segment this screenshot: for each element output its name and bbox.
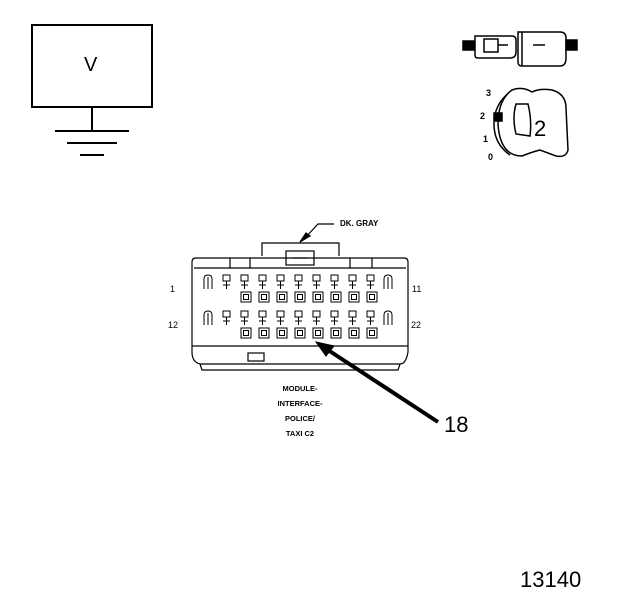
pin-cavity-inner-14 xyxy=(243,330,249,336)
meter-label: V xyxy=(84,54,98,76)
pin-terminal-15 xyxy=(258,310,267,318)
pin-cavity-inner-8 xyxy=(333,294,339,300)
callout-arrow xyxy=(314,341,440,424)
pin-cavity-9 xyxy=(348,291,360,303)
pin-terminal-5 xyxy=(276,274,285,282)
pin-cavity-7 xyxy=(312,291,324,303)
pin-label-top-left: 1 xyxy=(170,284,176,294)
voltmeter-symbol xyxy=(31,24,153,156)
pin-cavity-15 xyxy=(258,327,270,339)
switch-selected-value: 2 xyxy=(534,116,547,141)
pin-cavity-19 xyxy=(330,327,342,339)
pin-cavity-3 xyxy=(240,291,252,303)
pin-terminal-2 xyxy=(222,274,231,282)
pin-cavities xyxy=(203,274,393,339)
pin-terminal-4 xyxy=(258,274,267,282)
figure-number: 13140 xyxy=(520,567,582,592)
pin-cavity-16 xyxy=(276,327,288,339)
pin-terminal-7 xyxy=(312,274,321,282)
pin-terminal-17 xyxy=(294,310,303,318)
caption-line-3: POLICE/ xyxy=(284,414,315,423)
pin-cavity-21 xyxy=(366,327,378,339)
pin-cavity-inner-5 xyxy=(279,294,285,300)
pin-cavity-inner-21 xyxy=(369,330,375,336)
pin-cavity-17 xyxy=(294,327,306,339)
pin-cavity-18 xyxy=(312,327,324,339)
switch-position-0: 0 xyxy=(488,152,494,162)
pin-cavity-inner-3 xyxy=(243,294,249,300)
pin-cavity-inner-9 xyxy=(351,294,357,300)
connector-body xyxy=(191,242,409,371)
rotary-switch-icon xyxy=(493,87,569,158)
pin-cavity-inner-7 xyxy=(315,294,321,300)
pin-terminal-16 xyxy=(276,310,285,318)
pin-terminal-20 xyxy=(348,310,357,318)
pin-terminal-6 xyxy=(294,274,303,282)
pin-label-top-right: 11 xyxy=(412,284,422,294)
pin-cavity-8 xyxy=(330,291,342,303)
caption-line-2: INTERFACE- xyxy=(277,399,323,408)
pin-cavity-inner-18 xyxy=(315,330,321,336)
pin-cavity-inner-10 xyxy=(369,294,375,300)
pin-cavity-inner-6 xyxy=(297,294,303,300)
pin-terminal-10 xyxy=(366,274,375,282)
pin-terminal-8 xyxy=(330,274,339,282)
pin-terminal-14 xyxy=(240,310,249,318)
callout-number: 18 xyxy=(444,412,469,437)
color-leader-line xyxy=(299,223,334,243)
pin-cavity-inner-20 xyxy=(351,330,357,336)
pin-cavity-14 xyxy=(240,327,252,339)
pin-cavity-inner-17 xyxy=(297,330,303,336)
pin-cavity-inner-15 xyxy=(261,330,267,336)
pin-cavity-20 xyxy=(348,327,360,339)
pin-latch-22 xyxy=(383,310,393,325)
pin-terminal-9 xyxy=(348,274,357,282)
switch-position-2: 2 xyxy=(480,111,486,121)
pin-latch-1 xyxy=(203,274,213,289)
pin-cavity-4 xyxy=(258,291,270,303)
pin-latch-12 xyxy=(203,310,213,325)
pin-cavity-5 xyxy=(276,291,288,303)
caption-line-1: MODULE- xyxy=(282,384,318,393)
connector-caption: MODULE- INTERFACE- POLICE/ TAXI C2 xyxy=(255,381,345,441)
pin-terminal-18 xyxy=(312,310,321,318)
probe-connector-icon xyxy=(462,31,578,67)
pin-terminal-19 xyxy=(330,310,339,318)
pin-latch-11 xyxy=(383,274,393,289)
pin-label-bottom-right: 22 xyxy=(411,320,422,330)
pin-terminal-13 xyxy=(222,310,231,318)
pin-cavity-inner-16 xyxy=(279,330,285,336)
switch-position-3: 3 xyxy=(486,88,492,98)
pin-cavity-inner-4 xyxy=(261,294,267,300)
pin-terminal-3 xyxy=(240,274,249,282)
caption-line-4: TAXI C2 xyxy=(285,429,315,438)
pin-label-bottom-left: 12 xyxy=(168,320,179,330)
pin-cavity-inner-19 xyxy=(333,330,339,336)
connector-color-label: DK. GRAY xyxy=(340,219,379,228)
pin-cavity-10 xyxy=(366,291,378,303)
switch-position-1: 1 xyxy=(483,134,489,144)
pin-terminal-21 xyxy=(366,310,375,318)
pin-cavity-6 xyxy=(294,291,306,303)
